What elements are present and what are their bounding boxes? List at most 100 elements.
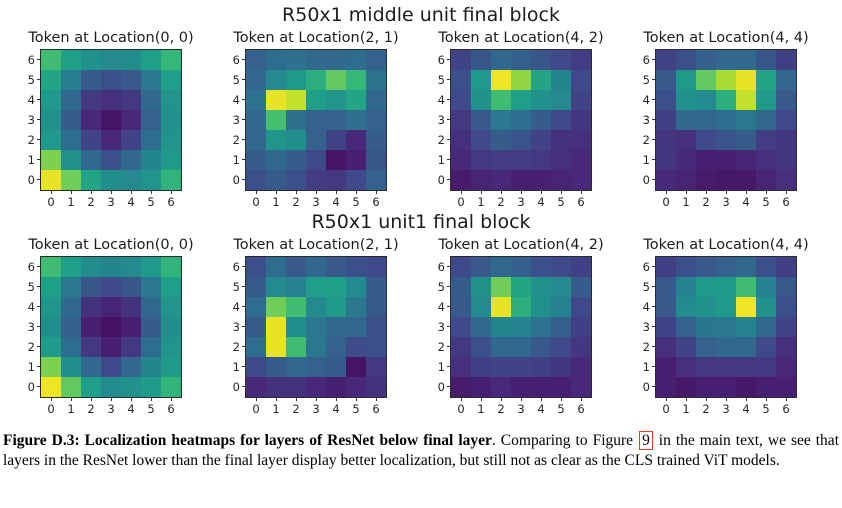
heatmap-cell — [551, 356, 571, 377]
x-tick-label: 3 — [716, 191, 736, 209]
x-tick-label: 5 — [551, 398, 571, 416]
heatmap-cell — [161, 49, 181, 70]
heatmap-cell — [81, 316, 101, 337]
y-tick-mark — [242, 366, 245, 367]
heatmap-cell — [161, 376, 181, 397]
heatmap-cell — [286, 296, 306, 317]
heatmap-cell — [81, 376, 101, 397]
heatmap-cell — [571, 49, 591, 70]
heatmap-cell — [471, 149, 491, 170]
heatmap-cell — [776, 49, 796, 70]
heatmap-cell — [141, 69, 161, 90]
heatmap-cell — [511, 149, 531, 170]
y-tick-mark — [447, 306, 450, 307]
x-tick-label: 2 — [491, 191, 511, 209]
heatmap-cell — [491, 49, 511, 70]
heatmap-cell — [776, 296, 796, 317]
heatmap-cell — [121, 109, 141, 130]
heatmap-cell — [61, 149, 81, 170]
heatmap-cell — [676, 296, 696, 317]
y-tick-label: 2 — [18, 130, 40, 150]
heatmap-cell — [141, 296, 161, 317]
x-tick-label: 3 — [101, 398, 121, 416]
heatmap-cell — [656, 276, 676, 297]
heatmap-cell — [141, 149, 161, 170]
heatmap-cell — [366, 276, 386, 297]
heatmap-cell — [346, 376, 366, 397]
x-tick-label: 5 — [346, 398, 366, 416]
heatmap-cell — [41, 356, 61, 377]
heatmap-cell — [246, 169, 266, 190]
heatmap-cell — [141, 89, 161, 110]
heatmap-cell — [571, 256, 591, 277]
heatmap-cell — [511, 129, 531, 150]
x-tick-label: 2 — [491, 398, 511, 416]
x-tick-label: 6 — [776, 398, 796, 416]
heatmap-cell — [736, 356, 756, 377]
heatmap-cell — [491, 336, 511, 357]
figure-9-reference-link[interactable]: 9 — [639, 430, 653, 450]
heatmap-cell — [451, 376, 471, 397]
heatmap-cell — [716, 149, 736, 170]
y-tick-mark — [242, 119, 245, 121]
y-tick-mark — [652, 326, 655, 327]
heatmap-cell — [346, 69, 366, 90]
y-tick-mark — [447, 386, 450, 387]
heatmap-cell — [531, 336, 551, 357]
heatmap-cell — [736, 109, 756, 130]
heatmap-cell — [531, 129, 551, 150]
heatmap-cell — [61, 336, 81, 357]
heatmap-cell — [736, 149, 756, 170]
heatmap-cell — [41, 89, 61, 110]
heatmap-cell — [676, 69, 696, 90]
x-tick-label: 5 — [756, 398, 776, 416]
heatmap-cell — [736, 49, 756, 70]
heatmap-cell — [676, 276, 696, 297]
y-tick-label: 0 — [633, 377, 655, 397]
chart-group-title-unit1: R50x1 unit1 final block — [311, 210, 531, 233]
heatmap-cell — [451, 89, 471, 110]
heatmap-cell — [656, 356, 676, 377]
y-tick-label: 2 — [428, 130, 450, 150]
heatmap-cell — [756, 149, 776, 170]
heatmap-grid — [245, 48, 387, 191]
x-tick-label: 1 — [61, 191, 81, 209]
heatmap-cell — [451, 69, 471, 90]
y-tick-mark — [37, 179, 40, 181]
heatmap-cell — [491, 169, 511, 190]
heatmap-cell — [736, 256, 756, 277]
heatmap-cell — [266, 376, 286, 397]
heatmap-cell — [531, 376, 551, 397]
heatmap-cell — [471, 89, 491, 110]
heatmap-cell — [776, 169, 796, 190]
heatmap-cell — [571, 276, 591, 297]
heatmap-cell — [101, 69, 121, 90]
heatmap-cell — [81, 296, 101, 317]
heatmap-cell — [306, 376, 326, 397]
heatmap-cell — [326, 356, 346, 377]
heatmap-cell — [716, 316, 736, 337]
heatmap-cell — [61, 89, 81, 110]
heatmap-cell — [246, 49, 266, 70]
y-tick-label: 0 — [223, 170, 245, 190]
heatmap-cell — [141, 316, 161, 337]
x-tick-label: 3 — [511, 398, 531, 416]
heatmap-grid — [40, 255, 182, 398]
y-tick-label: 0 — [223, 377, 245, 397]
heatmap-cell — [141, 276, 161, 297]
x-tick-label: 6 — [366, 191, 386, 209]
heatmap-cell — [246, 276, 266, 297]
heatmap-cell — [511, 109, 531, 130]
heatmap-cell — [366, 169, 386, 190]
y-tick-mark — [447, 266, 450, 267]
heatmap-cell — [551, 149, 571, 170]
y-tick-mark — [652, 366, 655, 367]
heatmap-cell — [551, 376, 571, 397]
heatmap-cell — [266, 256, 286, 277]
